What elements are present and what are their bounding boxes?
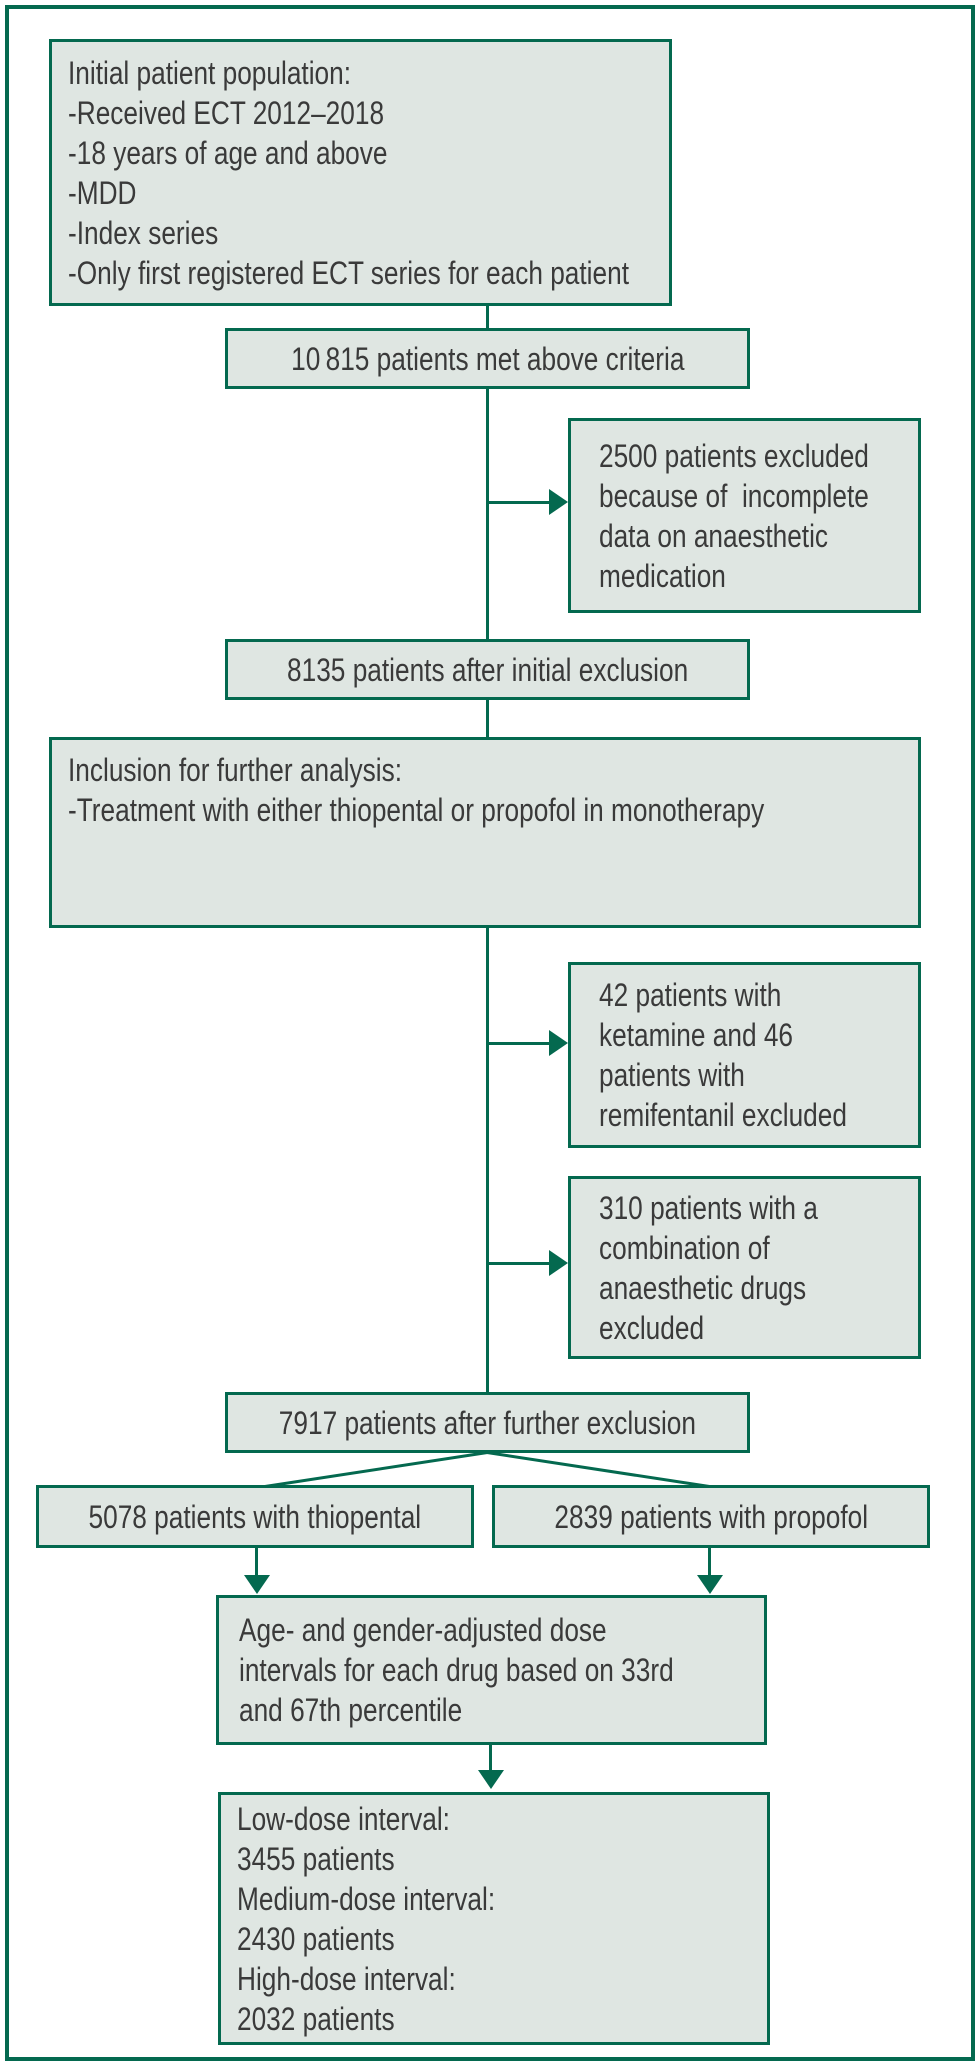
box-inclusion-criteria: Inclusion for further analysis: -Treatme…	[49, 737, 921, 928]
connector-initial-to-criteria	[486, 304, 489, 330]
box-thiopental-group-text: 5078 patients with thiopental	[88, 1498, 422, 1535]
connector-propofol-to-dose-intervals	[708, 1548, 711, 1578]
arrowhead-excluded-ketamine	[549, 1030, 568, 1056]
box-propofol-group: 2839 patients with propofol	[492, 1485, 930, 1548]
arrowhead-dose-intervals-to-dose-groups	[478, 1770, 504, 1789]
box-dose-intervals-text: Age- and gender-adjusted dose intervals …	[239, 1612, 674, 1728]
connector-inclusion-to-further-exclusion	[486, 926, 489, 1394]
box-dose-groups-text: Low-dose interval: 3455 patients Medium-…	[237, 1800, 496, 2037]
connector-branch-excluded-ketamine	[487, 1042, 551, 1045]
connector-criteria-to-initial-exclusion	[486, 387, 489, 641]
box-initial-population-text: Initial patient population: -Received EC…	[68, 54, 629, 291]
box-initial-population: Initial patient population: -Received EC…	[49, 39, 672, 306]
arrowhead-excluded-incomplete	[549, 489, 568, 515]
box-excluded-drug-combination: 310 patients with a combination of anaes…	[568, 1176, 921, 1359]
box-met-criteria: 10 815 patients met above criteria	[225, 328, 750, 389]
box-after-initial-exclusion: 8135 patients after initial exclusion	[225, 639, 750, 700]
box-propofol-group-text: 2839 patients with propofol	[554, 1498, 868, 1535]
box-thiopental-group: 5078 patients with thiopental	[36, 1485, 474, 1548]
box-excluded-ketamine-remifentanil-text: 42 patients with ketamine and 46 patient…	[599, 977, 847, 1133]
arrowhead-excluded-combination	[549, 1250, 568, 1276]
connector-branch-excluded-incomplete	[487, 501, 551, 504]
arrowhead-thiopental-to-dose-intervals	[244, 1575, 270, 1594]
box-met-criteria-text: 10 815 patients met above criteria	[290, 340, 685, 377]
box-excluded-incomplete-data-text: 2500 patients excluded because of incomp…	[599, 437, 869, 594]
figure-border	[5, 5, 975, 2061]
box-dose-groups: Low-dose interval: 3455 patients Medium-…	[218, 1792, 770, 2045]
connector-branch-excluded-combination	[487, 1262, 551, 1265]
box-excluded-ketamine-remifentanil: 42 patients with ketamine and 46 patient…	[568, 962, 921, 1148]
connector-thiopental-to-dose-intervals	[255, 1548, 258, 1578]
box-inclusion-criteria-text: Inclusion for further analysis: -Treatme…	[68, 752, 765, 828]
connector-exclusion-to-inclusion	[486, 698, 489, 739]
box-after-further-exclusion-text: 7917 patients after further exclusion	[278, 1404, 697, 1441]
box-excluded-drug-combination-text: 310 patients with a combination of anaes…	[599, 1189, 818, 1346]
connector-dose-intervals-to-dose-groups	[489, 1745, 492, 1773]
box-dose-intervals: Age- and gender-adjusted dose intervals …	[216, 1595, 767, 1745]
arrowhead-propofol-to-dose-intervals	[697, 1575, 723, 1594]
box-after-further-exclusion: 7917 patients after further exclusion	[225, 1392, 750, 1453]
box-excluded-incomplete-data: 2500 patients excluded because of incomp…	[568, 418, 921, 613]
box-after-initial-exclusion-text: 8135 patients after initial exclusion	[286, 651, 689, 688]
